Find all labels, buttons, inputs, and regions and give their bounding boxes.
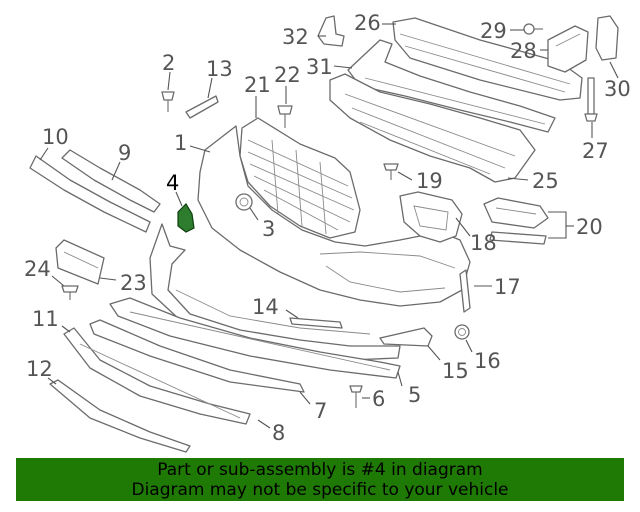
callout-29: 29 <box>480 19 507 43</box>
callout-16: 16 <box>474 349 501 373</box>
part-24-screw <box>61 285 79 300</box>
callout-28: 28 <box>510 39 537 63</box>
callout-24: 24 <box>24 257 51 281</box>
part-2-screw <box>161 91 175 112</box>
part-22-screw <box>277 105 293 128</box>
callout-27: 27 <box>582 139 609 163</box>
callout-21: 21 <box>244 73 271 97</box>
callout-23: 23 <box>120 271 147 295</box>
part-30-bracket <box>595 15 619 61</box>
callout-2: 2 <box>162 51 175 75</box>
part-17-strip <box>459 269 471 313</box>
callout-6: 6 <box>372 387 385 411</box>
part-26-reinforcement-bar <box>392 17 583 101</box>
part-15-trim <box>379 327 433 347</box>
part-29-screw <box>523 23 543 35</box>
callout-20: 20 <box>576 215 603 239</box>
part-28-bracket <box>547 25 589 73</box>
callout-15: 15 <box>442 359 469 383</box>
part-5-spoiler <box>109 297 401 379</box>
callout-14: 14 <box>252 295 279 319</box>
part-18-fog-surround <box>399 191 463 243</box>
part-20-grille-insert <box>483 197 549 245</box>
callout-32: 32 <box>282 25 309 49</box>
callout-26: 26 <box>354 11 381 35</box>
part-13-bracket <box>185 95 219 119</box>
part-27-bolt <box>584 77 598 122</box>
callout-17: 17 <box>494 275 521 299</box>
callout-31: 31 <box>306 55 333 79</box>
part-1-bumper-cover <box>197 125 471 307</box>
part-25-absorber <box>329 73 536 183</box>
part-7-spoiler-lip <box>89 319 305 393</box>
notice-banner: Part or sub-assembly is #4 in diagram Di… <box>16 458 624 501</box>
part-32-clip <box>317 15 345 47</box>
part-11-trim <box>63 327 251 425</box>
callout-9: 9 <box>118 141 131 165</box>
part-14-strip <box>289 317 343 329</box>
part-3-plug <box>235 193 253 211</box>
part-9-trim <box>61 149 161 213</box>
part-4-bracket-highlighted <box>177 203 195 233</box>
part-19-screw <box>383 163 399 180</box>
callout-13: 13 <box>206 57 233 81</box>
callout-10: 10 <box>42 125 69 149</box>
callout-25: 25 <box>532 169 559 193</box>
callout-4: 4 <box>166 171 179 195</box>
part-10-trim <box>29 155 151 233</box>
part-31-absorber <box>347 39 556 133</box>
parts-diagram: 1 2 3 4 5 6 7 8 9 10 11 12 13 14 15 16 1… <box>24 11 631 453</box>
callout-30: 30 <box>604 77 631 101</box>
notice-line-1: Part or sub-assembly is #4 in diagram <box>157 460 483 480</box>
callout-5: 5 <box>408 383 421 407</box>
callout-22: 22 <box>274 63 301 87</box>
callout-7: 7 <box>314 399 327 423</box>
callout-8: 8 <box>272 421 285 445</box>
part-21-grille <box>239 117 361 239</box>
notice-line-2: Diagram may not be specific to your vehi… <box>131 480 509 500</box>
part-12-strip <box>49 379 191 453</box>
callout-12: 12 <box>26 357 53 381</box>
callout-3: 3 <box>262 217 275 241</box>
callout-1: 1 <box>174 131 187 155</box>
callouts: 1 2 3 4 5 6 7 8 9 10 11 12 13 14 15 16 1… <box>24 11 631 445</box>
part-6-screw <box>349 385 363 408</box>
callout-11: 11 <box>32 307 59 331</box>
leader-lines <box>39 23 619 429</box>
callout-19: 19 <box>416 169 443 193</box>
part-16-plug <box>454 324 470 340</box>
part-23-plate-bracket <box>55 239 105 285</box>
callout-18: 18 <box>470 231 497 255</box>
